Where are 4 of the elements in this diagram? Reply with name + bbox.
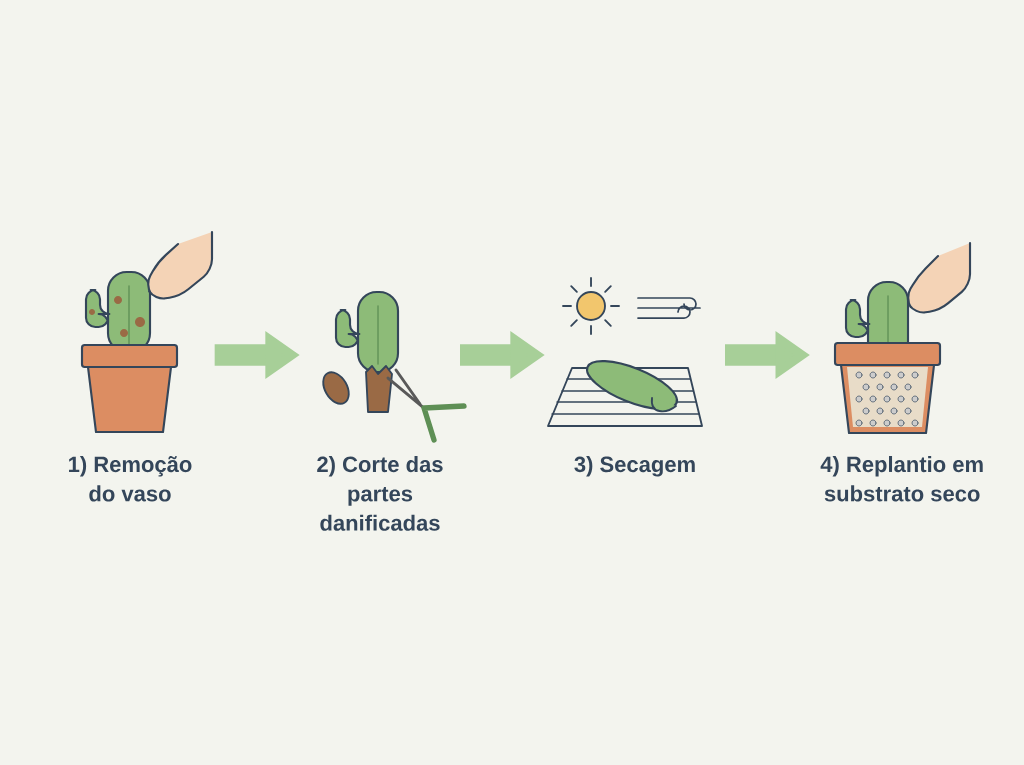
step-caption: 2) Corte das partes danificadas xyxy=(317,456,443,531)
step-caption: 1) Remoção do vaso xyxy=(69,456,192,502)
step-caption: 3) Secagem xyxy=(574,456,695,477)
step-caption: 4) Replantio em substrato seco xyxy=(820,456,983,502)
